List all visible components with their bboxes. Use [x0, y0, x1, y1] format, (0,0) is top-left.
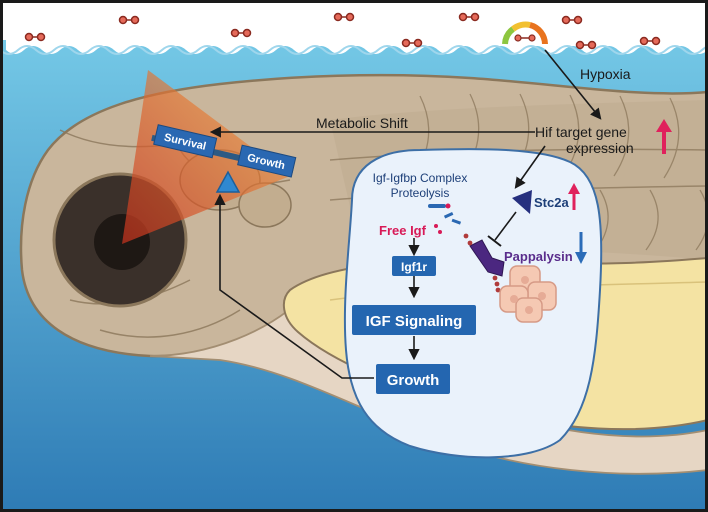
igf1r-box: Igf1r — [392, 256, 436, 276]
oxygen-molecule-icon — [24, 32, 46, 42]
signal-beam — [122, 70, 290, 244]
oxygen-molecule-icon — [458, 12, 480, 22]
growth-feedback-arrow — [214, 193, 374, 379]
diagram-arrows — [209, 49, 602, 379]
complex-label-line1: Igf-Igfbp Complex — [373, 171, 468, 185]
oxygen-molecule-icon — [561, 15, 583, 25]
hif-to-stc2a-arrow — [514, 145, 546, 189]
oxygen-molecule-icon — [118, 15, 140, 25]
balance-fulcrum-icon — [215, 170, 241, 193]
hif-label-line2: expression — [566, 140, 634, 156]
growth-box: Growth — [376, 364, 450, 394]
oxygen-molecule-icon — [639, 36, 661, 46]
oxygen-molecule-icon — [401, 38, 423, 48]
pappalysin-down-arrow-icon — [575, 232, 587, 264]
oxygen-molecule-icon — [333, 12, 355, 22]
stc2a-label: Stc2a — [534, 195, 569, 210]
survival-growth-balance: Survival Growth — [151, 124, 297, 193]
igf1r-label: Igf1r — [401, 260, 427, 274]
free-igf-label: Free Igf — [379, 223, 427, 238]
growth-box-label: Growth — [387, 372, 440, 389]
stc2a-inhibits-pappalysin — [494, 211, 517, 241]
hypoxia-to-hif-arrow — [544, 49, 602, 120]
pappalysin-label: Pappalysin — [504, 249, 573, 264]
stc2a-icon — [512, 190, 532, 214]
survival-tag: Survival — [153, 124, 218, 159]
inhibit-bar — [487, 235, 502, 247]
oxygen-gauge-icon — [502, 21, 548, 45]
cells-cluster-icon — [499, 265, 557, 323]
hypoxia-label: Hypoxia — [580, 66, 631, 82]
oxygen-molecule-icon — [230, 28, 252, 38]
hif-up-arrow-icon — [656, 119, 672, 154]
metabolic-shift-label: Metabolic Shift — [316, 115, 408, 131]
oxygen-molecule-icon — [575, 40, 597, 50]
complex-label-line2: Proteolysis — [391, 186, 450, 200]
growth-tag: Growth — [237, 144, 297, 178]
water-surface-line — [0, 45, 708, 55]
igf-signaling-box: IGF Signaling — [352, 305, 476, 335]
igf-signaling-label: IGF Signaling — [366, 313, 463, 330]
pappalysin-icon — [463, 233, 505, 293]
igfbp-complex-icon — [428, 203, 462, 234]
oxygen-molecules — [24, 12, 661, 50]
hif-label-line1: Hif target gene — [535, 124, 627, 140]
stc2a-up-arrow-icon — [568, 183, 580, 210]
